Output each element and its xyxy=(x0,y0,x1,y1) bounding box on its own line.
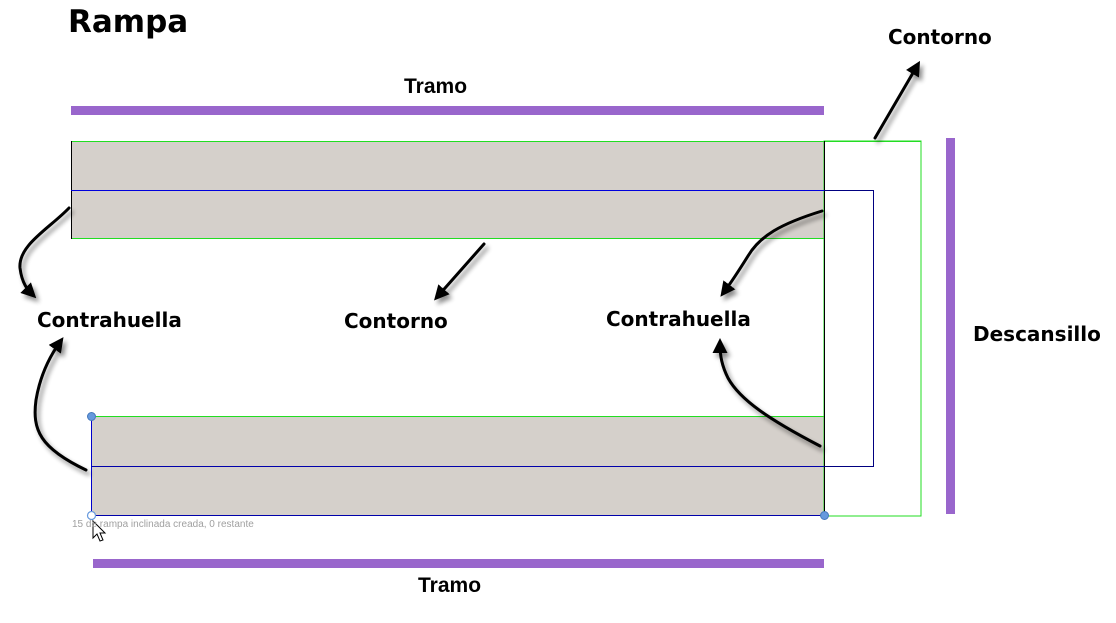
tramo-bar-top xyxy=(71,106,824,115)
label-contorno-center: Contorno xyxy=(344,309,448,333)
arrow-contorno-center xyxy=(434,242,486,301)
arrow-contrahuella-right-top xyxy=(720,209,824,297)
label-tramo-bottom: Tramo xyxy=(418,574,482,597)
landing-contour xyxy=(823,140,922,517)
arrow-contrahuella-left-top xyxy=(18,206,71,299)
grip-handle-top-left[interactable] xyxy=(87,412,96,421)
tramo-bar-bottom xyxy=(93,559,824,568)
label-descansillo: Descansillo xyxy=(973,322,1101,346)
label-contrahuella-left: Contrahuella xyxy=(37,308,182,332)
descansillo-bar xyxy=(946,138,955,514)
grip-handle-bottom-left[interactable] xyxy=(86,510,97,521)
status-prompt-text: 15 de rampa inclinada creada, 0 restante xyxy=(72,519,254,530)
label-tramo-top: Tramo xyxy=(404,75,468,98)
grip-handle-bottom-right[interactable] xyxy=(820,511,829,520)
arrow-contrahuella-left-bottom xyxy=(33,337,88,472)
diagram-title: Rampa xyxy=(68,4,189,40)
mouse-cursor-icon xyxy=(92,519,107,542)
arrow-contorno-top xyxy=(873,60,921,140)
label-contrahuella-right: Contrahuella xyxy=(606,307,751,331)
arrow-contrahuella-right-bottom xyxy=(712,338,822,448)
label-contorno-top: Contorno xyxy=(888,25,992,49)
